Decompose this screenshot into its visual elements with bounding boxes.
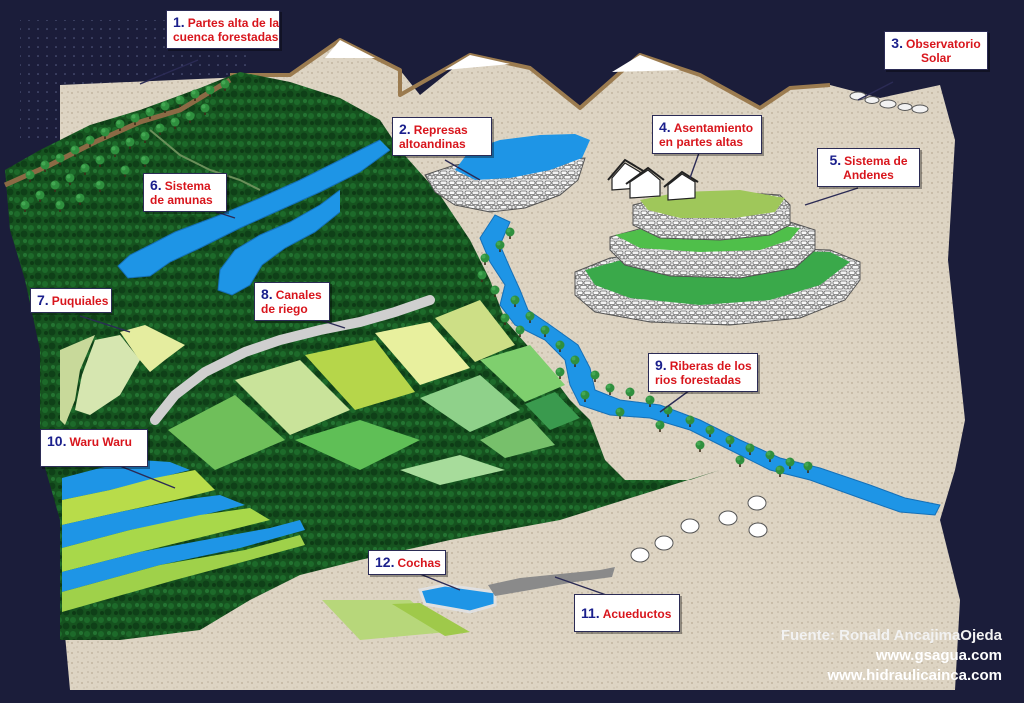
label-3-solar-observatory: 3.Observatorio Solar bbox=[884, 31, 988, 70]
website-gsagua: www.gsagua.com bbox=[875, 647, 1002, 664]
label-9-forested-riverbanks: 9.Riberas de los rios forestadas bbox=[648, 353, 758, 392]
label-10-waru-waru: 10.Waru Waru bbox=[40, 429, 148, 467]
label-11-aqueducts: 11.Acueductos bbox=[574, 594, 680, 632]
label-1-upper-basin: 1.Partes alta de la cuenca forestadas bbox=[166, 10, 280, 49]
source-credit: Fuente: Ronald AncajimaOjeda bbox=[780, 627, 1002, 644]
label-5-andenes: 5.Sistema de Andenes bbox=[817, 148, 920, 187]
label-8-irrigation-canals: 8.Canales de riego bbox=[254, 282, 330, 321]
label-6-amunas: 6.Sistema de amunas bbox=[143, 173, 227, 212]
label-4-settlement: 4.Asentamiento en partes altas bbox=[652, 115, 762, 154]
label-2-dams: 2.Represas altoandinas bbox=[392, 117, 492, 156]
label-7-puquiales: 7.Puquiales bbox=[30, 288, 112, 313]
credits: Fuente: Ronald AncajimaOjeda www.gsagua.… bbox=[781, 626, 1002, 686]
label-12-cochas: 12.Cochas bbox=[368, 550, 446, 575]
website-hidraulicainca: www.hidraulicainca.com bbox=[827, 667, 1003, 684]
